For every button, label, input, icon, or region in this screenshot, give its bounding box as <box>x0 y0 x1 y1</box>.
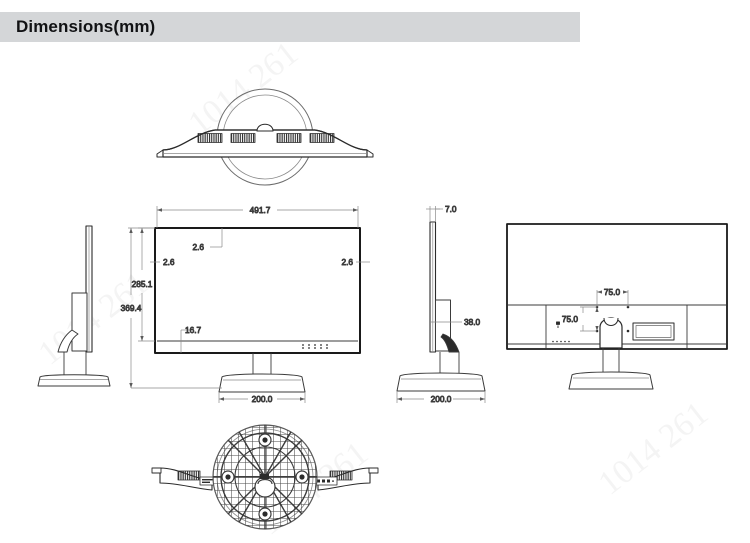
watermark-text: 1014 261 <box>591 394 716 503</box>
watermark-text: 1014 261 <box>31 264 156 373</box>
dim-bezel-top: 2.6 <box>192 242 204 252</box>
dim-vesa-horizontal: 75.0 <box>604 287 621 297</box>
dim-bezel-left: 2.6 <box>163 257 175 267</box>
dim-base-width-side: 200.0 <box>431 394 452 404</box>
dim-chin-height: 16.7 <box>185 325 202 335</box>
dimension-labels: 491.7 2.6 2.6 2.6 285.1 369.4 16.7 200.0… <box>120 204 621 405</box>
watermark-text: 1014 261 <box>181 34 306 143</box>
dim-base-width-front: 200.0 <box>252 394 273 404</box>
dimension-arrowheads <box>129 208 628 401</box>
dimension-lines <box>128 206 629 403</box>
front-view <box>154 227 361 393</box>
dim-vesa-vertical: 75.0 <box>562 314 579 324</box>
dim-front-width: 491.7 <box>250 205 271 215</box>
dim-panel-thickness: 7.0 <box>445 204 457 214</box>
dim-bezel-right: 2.6 <box>341 257 353 267</box>
top-view <box>156 88 374 186</box>
rear-view <box>506 223 728 390</box>
watermark-text: 1014 261 <box>251 434 376 543</box>
section-header-bar: Dimensions(mm) <box>0 12 580 42</box>
dim-side-depth: 38.0 <box>464 317 481 327</box>
right-side-view <box>396 221 486 392</box>
page-title: Dimensions(mm) <box>16 17 156 36</box>
